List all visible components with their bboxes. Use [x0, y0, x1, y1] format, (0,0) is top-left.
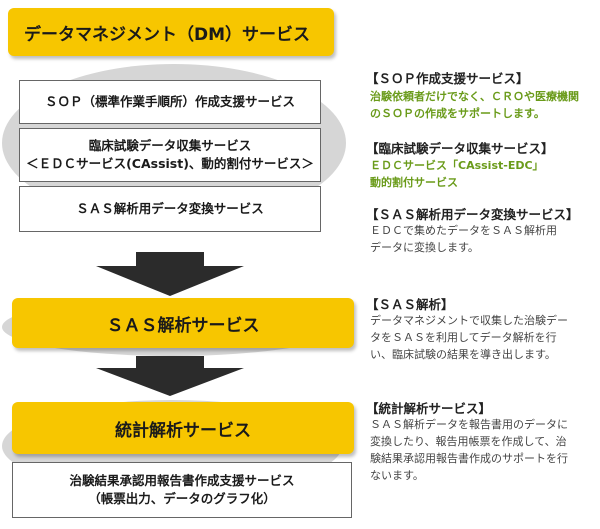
statistical-analysis-description-line: 験結果承認用報告書作成のサポートを行: [370, 452, 568, 465]
down-arrow-icon: [96, 356, 244, 396]
sop-description-line: 治験依頼者だけでなく、ＣＲＯや医療機関: [370, 90, 579, 103]
statistical-analysis-description-line: ＳＡＳ解析データを報告書用のデータに: [370, 418, 568, 431]
clinical-data-collection-service-box: 臨床試験データ収集サービス ＜ＥＤＣサービス(CAssist)、動的割付サービス…: [19, 128, 321, 182]
sas-analysis-service-box: ＳＡＳ解析サービス: [12, 298, 354, 348]
down-arrow-icon: [96, 252, 244, 296]
statistical-analysis-description-text: ＳＡＳ解析データを報告書用のデータに 変換したり、報告用帳票を作成して、治 験結…: [370, 416, 568, 484]
sas-conversion-description-heading: 【ＳＡＳ解析用データ変換サービス】: [366, 207, 579, 222]
report-creation-support-service-sublabel: （帳票出力、データのグラフ化）: [88, 491, 276, 506]
dm-service-title-text: データマネジメント（DM）サービス: [24, 24, 311, 45]
sas-analysis-description-text: データマネジメントで収集した治験デー タをＳＡＳを利用してデータ解析を行 い、臨…: [370, 312, 568, 363]
statistical-analysis-service-label: 統計解析サービス: [115, 420, 251, 441]
sop-support-service-box: ＳＯＰ（標準作業手順所）作成支援サービス: [19, 80, 321, 124]
clinical-data-collection-service-label: 臨床試験データ収集サービス: [88, 138, 252, 153]
data-collection-description-line: ＥＤＣサービス「CAssist-EDC」: [370, 159, 544, 172]
data-collection-description-heading: 【臨床試験データ収集サービス】: [366, 141, 554, 156]
sop-description-text: 治験依頼者だけでなく、ＣＲＯや医療機関 のＳＯＰの作成をサポートします。: [370, 88, 579, 122]
report-creation-support-service-box: 治験結果承認用報告書作成支援サービス （帳票出力、データのグラフ化）: [12, 462, 352, 518]
sop-description-line: のＳＯＰの作成をサポートします。: [370, 107, 545, 120]
sas-data-conversion-service-label: ＳＡＳ解析用データ変換サービス: [76, 201, 264, 216]
sas-analysis-description-line: データマネジメントで収集した治験デー: [370, 314, 568, 327]
sop-description-heading: 【ＳＯＰ作成支援サービス】: [366, 71, 529, 86]
sas-conversion-description-line: データに変換します。: [370, 241, 479, 254]
sas-analysis-service-label: ＳＡＳ解析サービス: [106, 315, 260, 336]
data-collection-description-line: 動的割付サービス: [370, 176, 458, 189]
statistical-analysis-description-line: ないます。: [370, 469, 424, 482]
sas-conversion-description-text: ＥＤＣで集めたデータをＳＡＳ解析用 データに変換します。: [370, 222, 557, 256]
sas-analysis-description-line: タをＳＡＳを利用してデータ解析を行: [370, 331, 557, 344]
dm-service-title: データマネジメント（DM）サービス: [8, 8, 334, 56]
sop-support-service-label: ＳＯＰ（標準作業手順所）作成支援サービス: [44, 94, 295, 109]
sas-conversion-description-line: ＥＤＣで集めたデータをＳＡＳ解析用: [370, 224, 557, 237]
sas-analysis-description-line: い、臨床試験の結果を導き出します。: [370, 348, 556, 361]
sas-data-conversion-service-box: ＳＡＳ解析用データ変換サービス: [19, 186, 321, 232]
statistical-analysis-service-box: 統計解析サービス: [12, 402, 354, 454]
data-collection-description-text: ＥＤＣサービス「CAssist-EDC」 動的割付サービス: [370, 157, 544, 191]
clinical-data-collection-service-sublabel: ＜ＥＤＣサービス(CAssist)、動的割付サービス＞: [26, 156, 314, 171]
report-creation-support-service-label: 治験結果承認用報告書作成支援サービス: [69, 473, 295, 488]
sas-analysis-description-heading: 【ＳＡＳ解析】: [366, 297, 454, 312]
statistical-analysis-description-heading: 【統計解析サービス】: [366, 401, 492, 416]
statistical-analysis-description-line: 変換したり、報告用帳票を作成して、治: [370, 435, 567, 448]
